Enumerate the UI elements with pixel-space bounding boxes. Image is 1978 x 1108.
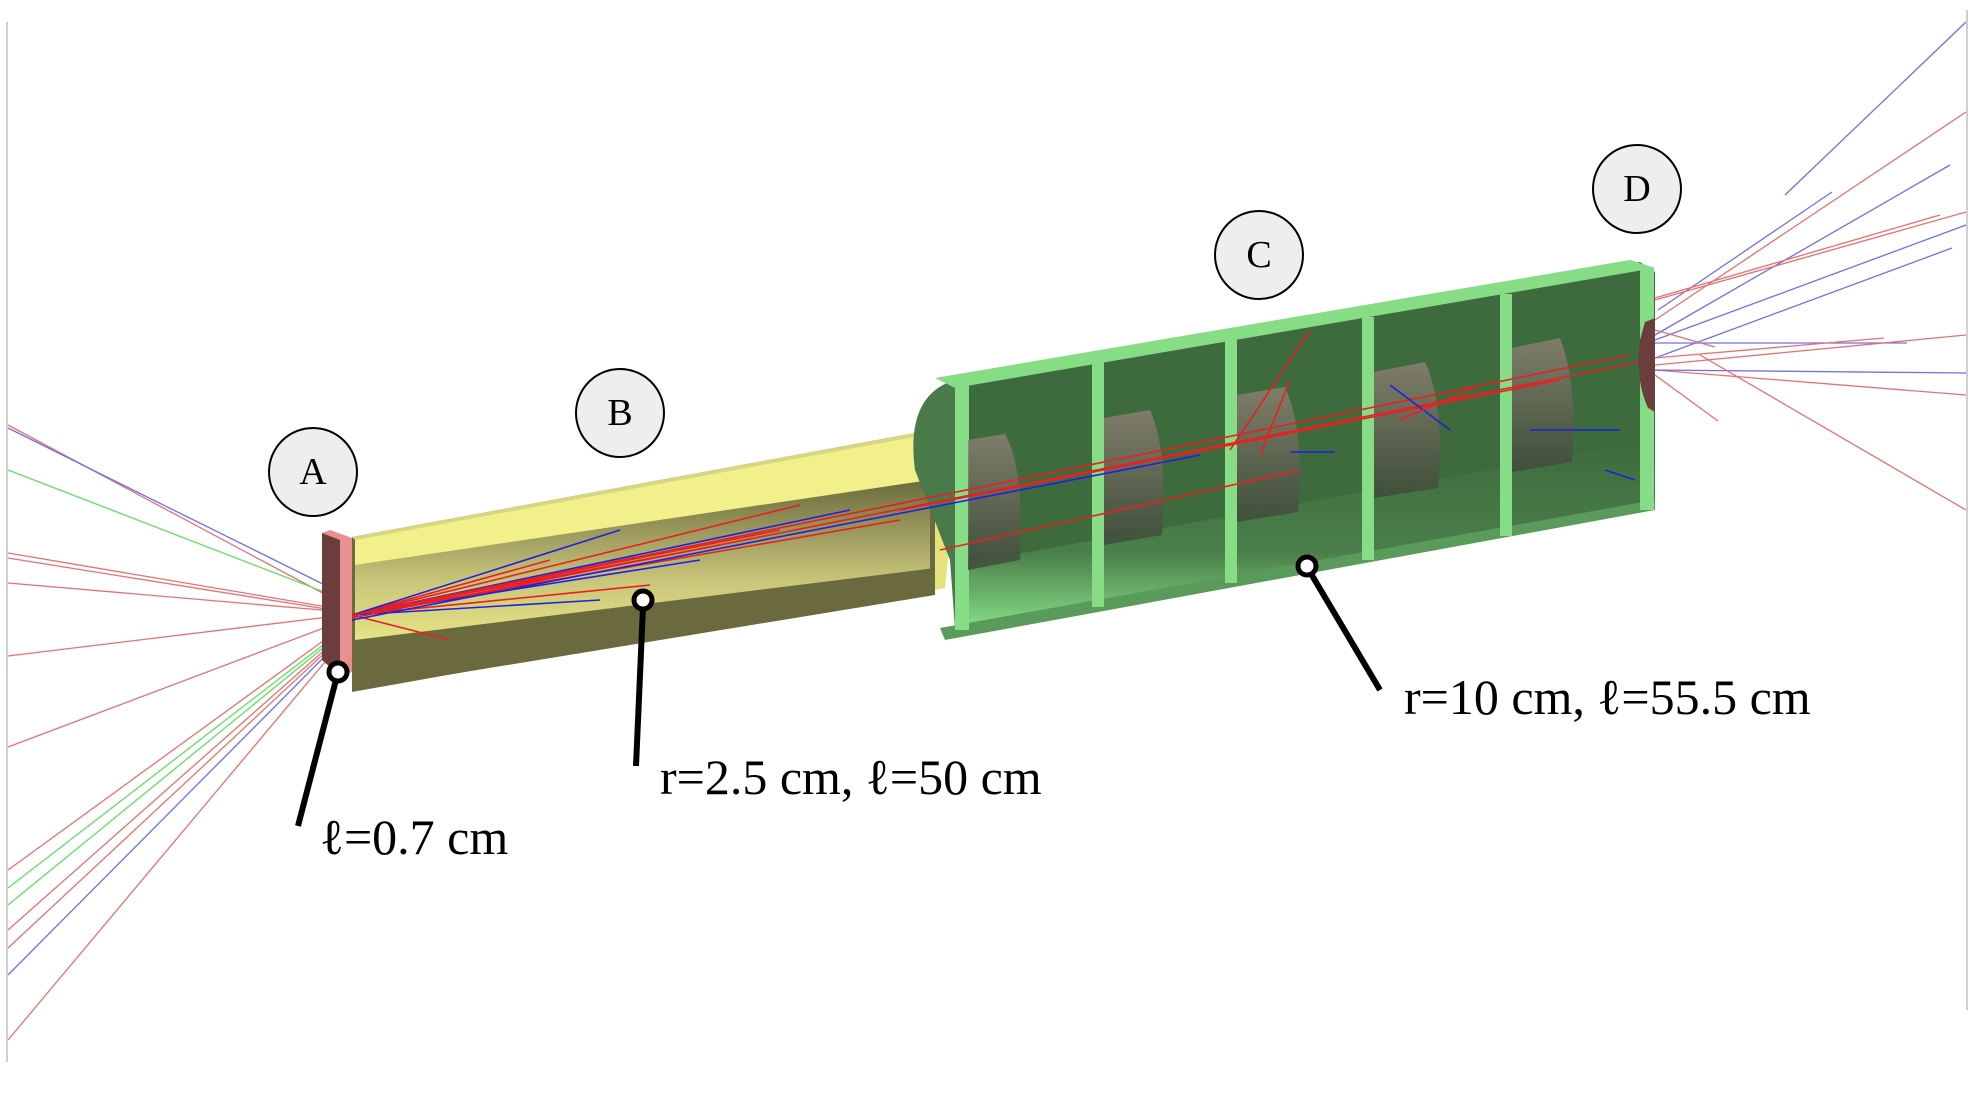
dimension-c: r=10 cm, ℓ=55.5 cm (1404, 669, 1811, 725)
dimension-a: ℓ=0.7 cm (320, 809, 509, 865)
pointer-a (295, 660, 350, 827)
label-circle-d: D (1592, 144, 1682, 234)
label-b-text: B (607, 392, 633, 434)
pointer-b (631, 588, 655, 767)
label-d-text: D (1623, 168, 1651, 210)
component-d-window (1638, 318, 1655, 412)
tracks-right (1654, 21, 1967, 511)
right-frame-border (1966, 10, 1968, 1010)
dimension-b: r=2.5 cm, ℓ=50 cm (660, 749, 1042, 805)
label-circle-b: B (575, 368, 665, 458)
label-circle-a: A (268, 427, 358, 517)
component-b-tube (352, 432, 950, 692)
tracks-internal (351, 329, 1641, 641)
component-a-target (322, 530, 352, 676)
pointer-c (1295, 554, 1383, 692)
label-c-text: C (1246, 234, 1272, 276)
tracks-left (7, 424, 346, 1041)
label-circle-c: C (1214, 210, 1304, 300)
component-c-chamber (913, 260, 1655, 640)
left-frame-border (6, 22, 8, 1062)
label-a-text: A (299, 451, 327, 493)
